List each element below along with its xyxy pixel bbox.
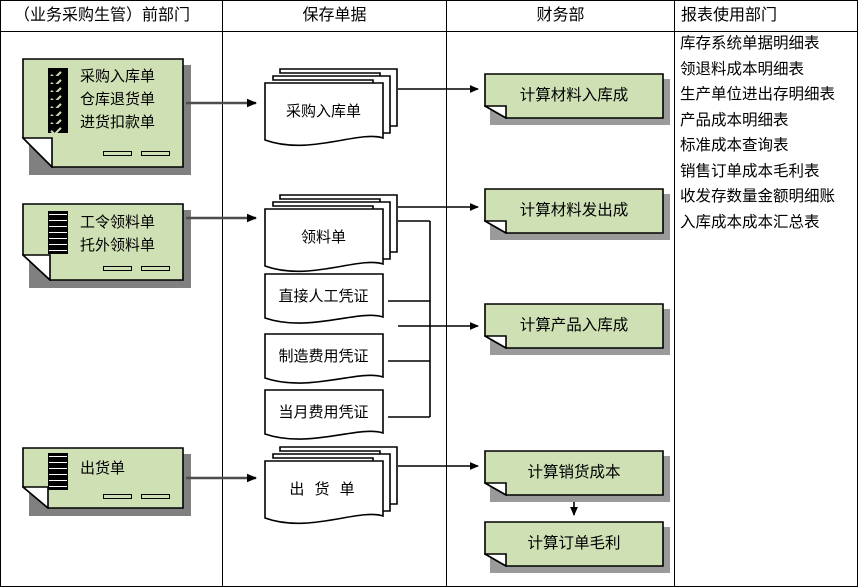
perforation-strip bbox=[48, 211, 68, 254]
process-calc-order-margin: 计算订单毛利 bbox=[484, 521, 670, 573]
list-item: 入库成本成本汇总表 bbox=[680, 213, 820, 231]
lane-header-report-dept: 报表使用部门 bbox=[681, 7, 778, 24]
list-item: 生产单位进出存明细表 bbox=[680, 86, 836, 103]
lane-divider-2 bbox=[446, 0, 447, 587]
frame-top-border bbox=[0, 0, 858, 1]
note-dashes bbox=[103, 494, 170, 499]
document-purchase-receipt: 采购入库单 bbox=[264, 64, 398, 150]
document-monthly-expense: 当月费用凭证 bbox=[264, 389, 388, 443]
source-note-shipment: 出货单 bbox=[22, 447, 191, 516]
lane-header-finance-dept: 财务部 bbox=[536, 7, 585, 24]
lane-header-save-docs: 保存单据 bbox=[302, 7, 367, 24]
source-note-issue: 工令领料单 托外领料单 bbox=[22, 203, 191, 288]
list-item: 销售订单成本毛利表 bbox=[680, 162, 820, 180]
note-dashes bbox=[103, 151, 170, 156]
connector-bus-to-product-in bbox=[388, 220, 479, 418]
note-body bbox=[22, 447, 184, 509]
process-calc-material-in: 计算材料入库成 bbox=[484, 73, 670, 125]
header-bottom-border-right bbox=[674, 31, 858, 32]
document-material-issue: 领料单 bbox=[264, 190, 398, 276]
document-direct-labor: 直接人工凭证 bbox=[264, 273, 388, 327]
source-note-purchase: 采购入库单 仓库退货单 进货扣款单 bbox=[22, 58, 191, 175]
perforation-strip bbox=[48, 68, 68, 133]
list-item: 产品成本明细表 bbox=[680, 111, 789, 129]
document-shipment: 出 货 单 bbox=[264, 442, 398, 528]
perforation-strip bbox=[48, 453, 68, 490]
process-calc-material-out: 计算材料发出成 bbox=[484, 188, 670, 240]
frame-left-border bbox=[0, 0, 1, 587]
document-manufacturing-expense: 制造费用凭证 bbox=[264, 333, 388, 387]
list-item: 标准成本查询表 bbox=[680, 137, 789, 154]
process-calc-sales-cost: 计算销货成本 bbox=[484, 450, 670, 502]
lane-header-front-dept: （业务采购生管）前部门 bbox=[14, 7, 191, 24]
list-item: 领退料成本明细表 bbox=[680, 60, 805, 78]
note-dashes bbox=[103, 266, 170, 271]
lane-divider-3 bbox=[674, 0, 675, 587]
report-list: 库存系统单据明细表 领退料成本明细表 生产单位进出存明细表 产品成本明细表 标准… bbox=[680, 31, 856, 235]
list-item: 库存系统单据明细表 bbox=[680, 35, 820, 52]
lane-divider-1 bbox=[222, 0, 223, 587]
process-calc-product-in: 计算产品入库成 bbox=[484, 303, 670, 355]
header-bottom-border bbox=[0, 31, 674, 32]
list-item: 收发存数量金额明细账 bbox=[680, 188, 836, 205]
